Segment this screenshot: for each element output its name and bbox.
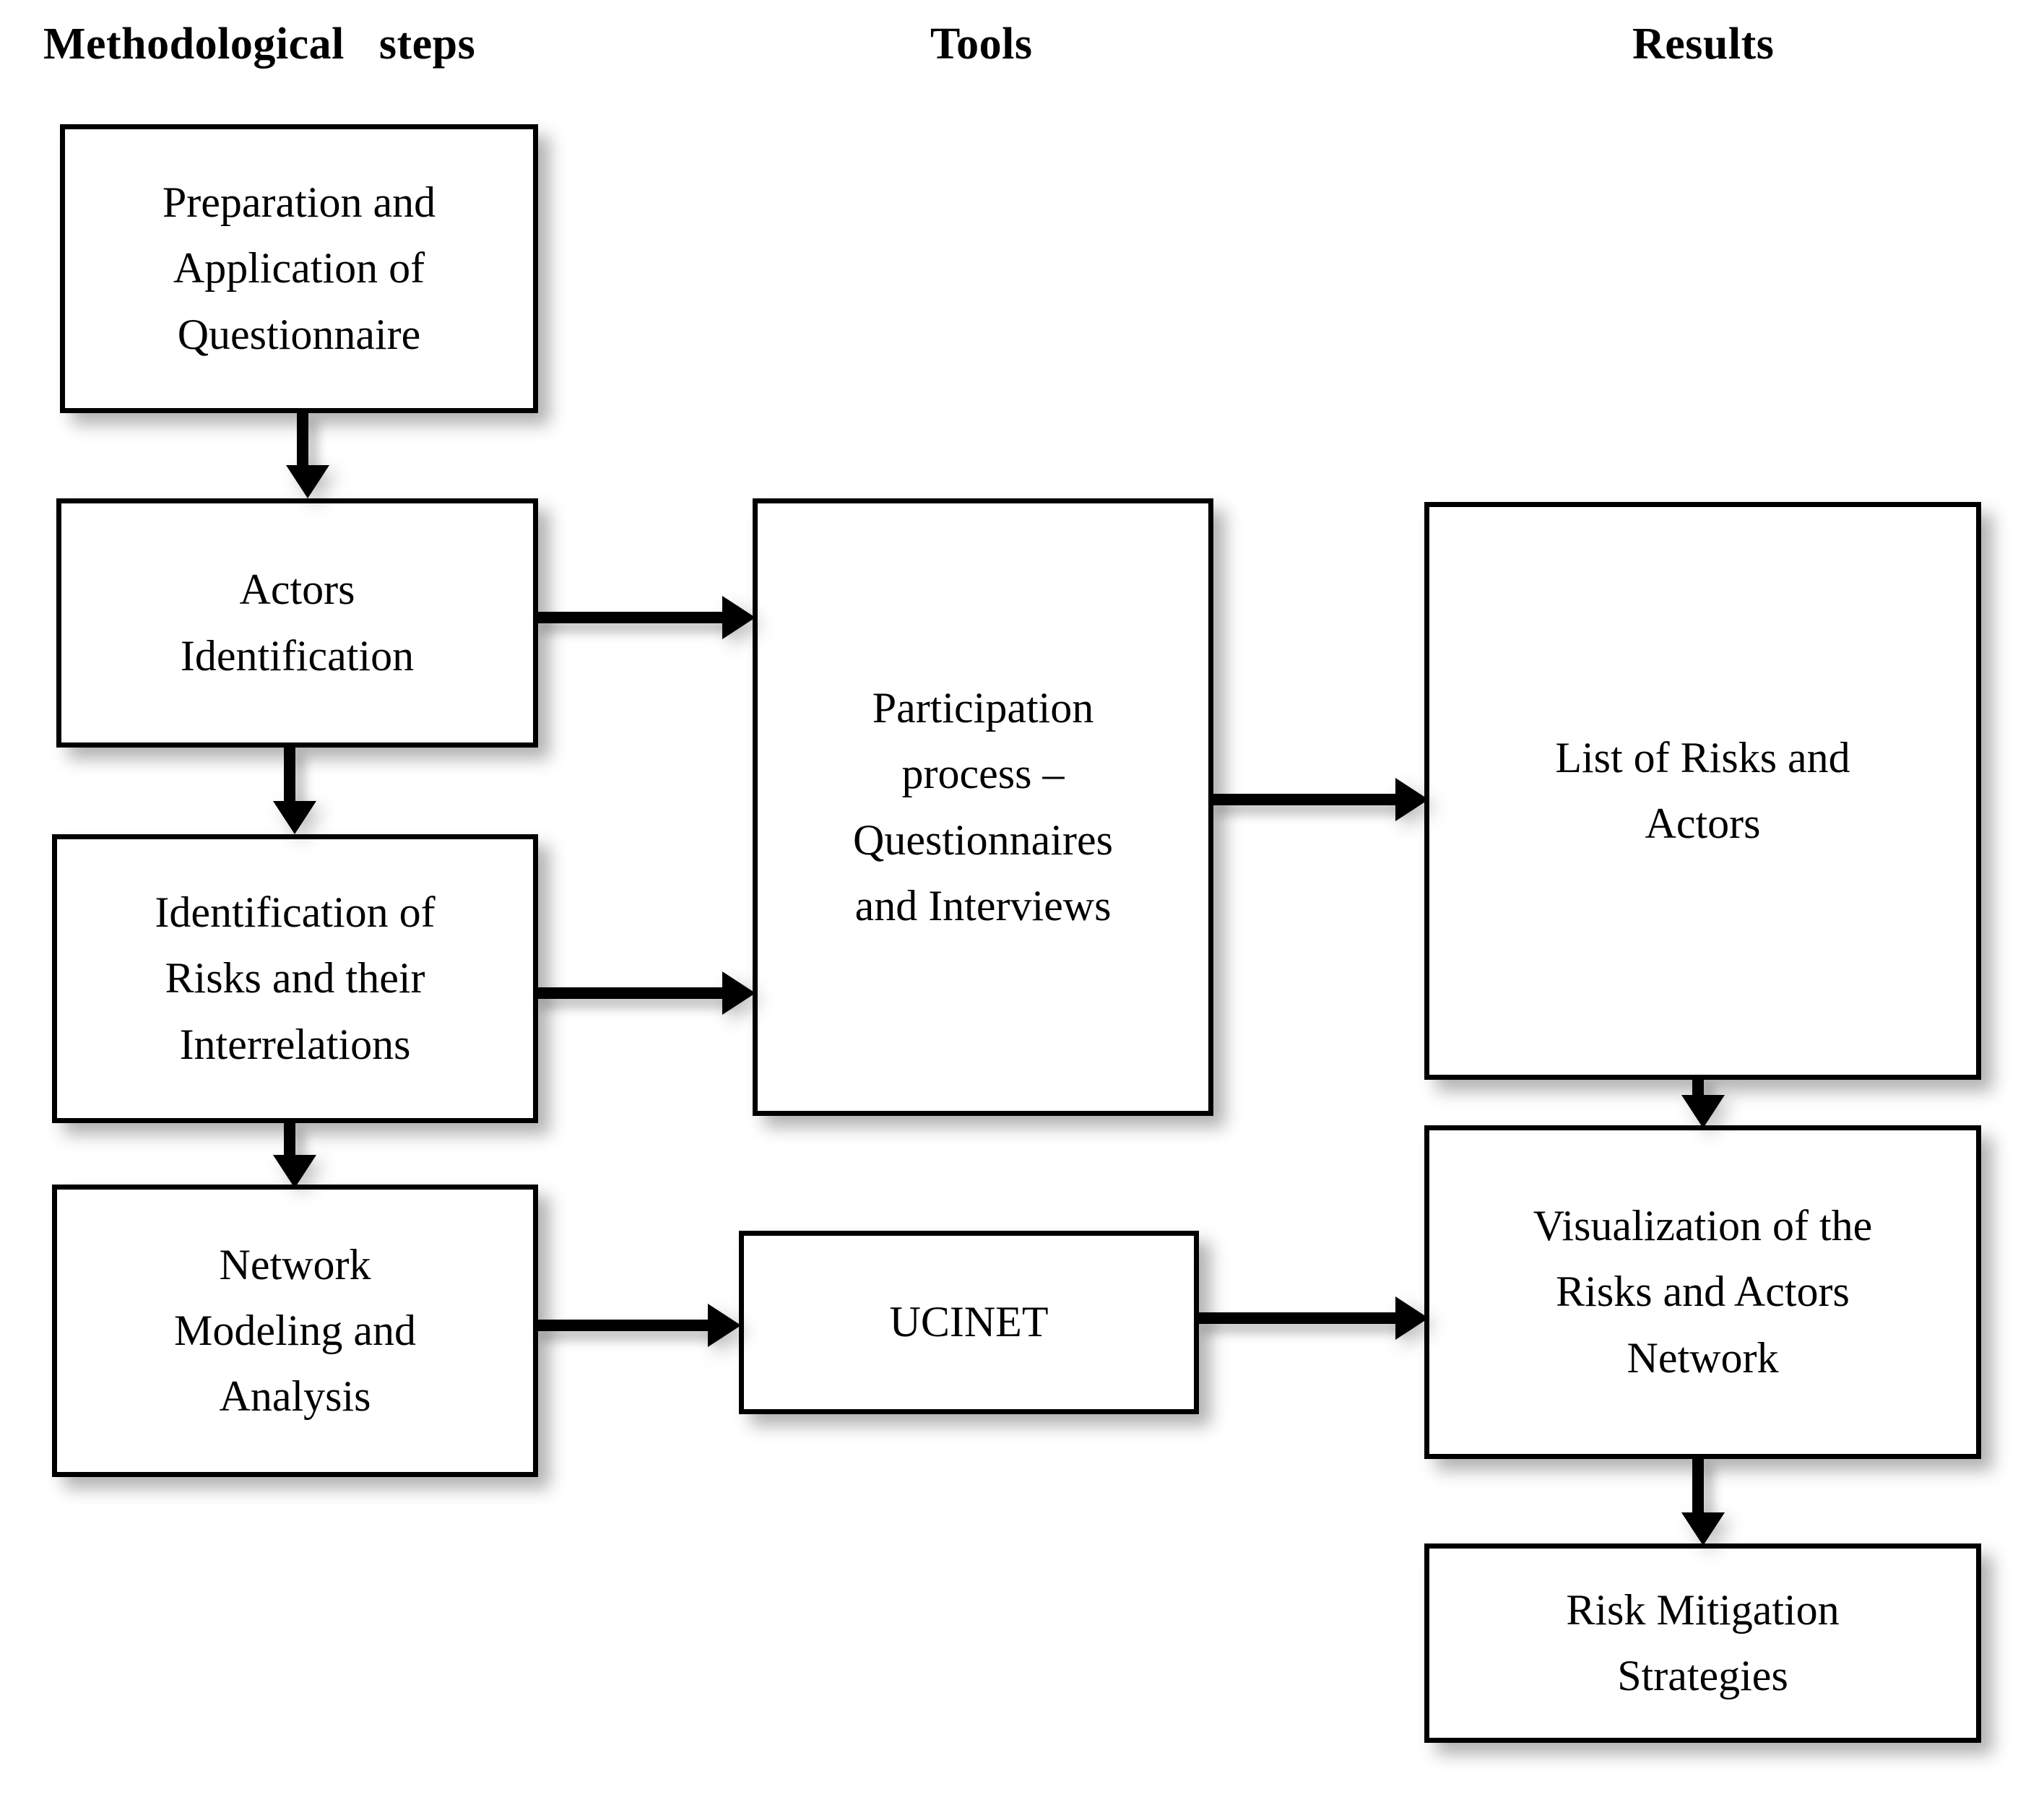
node-label: Preparation and Application of Questionn…: [162, 178, 436, 358]
node-label: List of Risks and Actors: [1555, 733, 1850, 847]
edge-actors-to-participation: [533, 596, 757, 639]
node-label: Network Modeling and Analysis: [174, 1240, 416, 1421]
node-risk-mitigation-strategies[interactable]: Risk Mitigation Strategies: [1424, 1543, 1981, 1743]
node-label: Identification of Risks and their Interr…: [155, 888, 436, 1068]
edge-risks-to-participation: [533, 971, 757, 1015]
node-label: Risk Mitigation Strategies: [1566, 1585, 1840, 1699]
node-ucinet[interactable]: UCINET: [739, 1231, 1199, 1414]
edge-participation-to-list: [1210, 778, 1430, 821]
node-participation-process[interactable]: Participation process – Questionnaires a…: [753, 498, 1213, 1116]
edge-preparation-to-actors: [286, 413, 329, 501]
node-label: Participation process – Questionnaires a…: [853, 684, 1113, 930]
column-header-tools: Tools: [930, 20, 1033, 69]
column-header-methodological-steps: Methodological steps: [43, 20, 476, 69]
edge-network-to-ucinet: [533, 1304, 742, 1347]
edge-list-to-visualization: [1681, 1078, 1725, 1128]
edge-ucinet-to-visualization: [1195, 1296, 1430, 1340]
node-list-of-risks-and-actors[interactable]: List of Risks and Actors: [1424, 502, 1981, 1080]
edge-visualization-to-mitigation: [1681, 1458, 1725, 1548]
node-label: Visualization of the Risks and Actors Ne…: [1533, 1202, 1873, 1382]
node-label: Actors Identification: [180, 566, 415, 680]
node-label: UCINET: [889, 1298, 1049, 1346]
node-actors-identification[interactable]: Actors Identification: [56, 498, 538, 748]
node-network-modeling-and-analysis[interactable]: Network Modeling and Analysis: [52, 1185, 538, 1477]
edge-actors-to-risks: [273, 748, 316, 837]
node-preparation-and-application-of-questionnaire[interactable]: Preparation and Application of Questionn…: [60, 124, 538, 413]
node-identification-of-risks-and-their-interrelations[interactable]: Identification of Risks and their Interr…: [52, 834, 538, 1123]
column-header-results: Results: [1632, 20, 1775, 69]
edge-risks-to-network: [273, 1123, 316, 1190]
node-visualization-of-the-risks-and-actors-network[interactable]: Visualization of the Risks and Actors Ne…: [1424, 1125, 1981, 1459]
